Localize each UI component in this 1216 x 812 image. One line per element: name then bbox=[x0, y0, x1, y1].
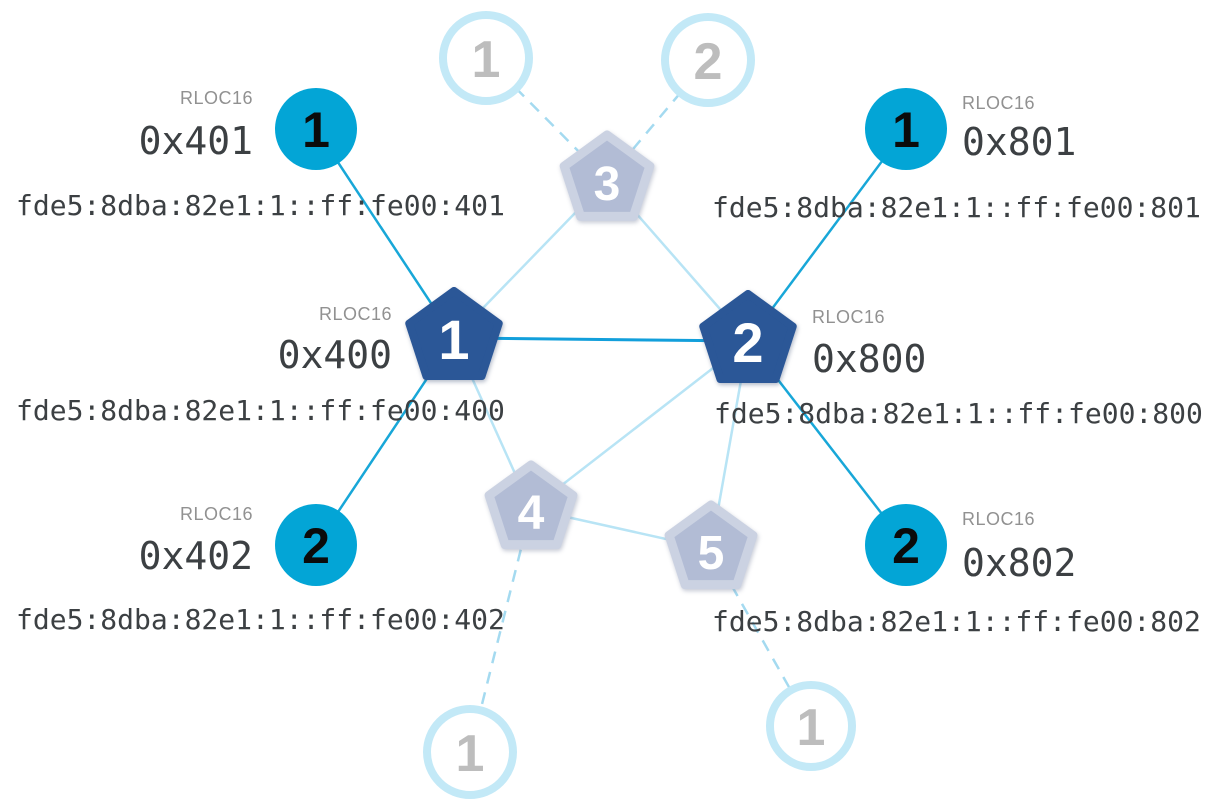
network-nodes: 1 2 3 4 5 1 2 1 bbox=[275, 11, 947, 799]
ipv6-address-child401: fde5:8dba:82e1:1::ff:fe00:401 bbox=[16, 189, 505, 222]
rloc16-caption-router1: RLOC16 bbox=[319, 304, 392, 324]
node-number: 2 bbox=[694, 33, 723, 91]
inactive-child-node-bottom-left[interactable]: 1 bbox=[423, 705, 517, 799]
ipv6-address-child402: fde5:8dba:82e1:1::ff:fe00:402 bbox=[16, 603, 505, 636]
child-node-0x801[interactable]: 1 bbox=[865, 88, 947, 170]
rloc16-caption-child401: RLOC16 bbox=[180, 88, 253, 108]
rloc16-caption-child802: RLOC16 bbox=[962, 509, 1035, 529]
inactive-child-circle[interactable] bbox=[439, 11, 533, 105]
inactive-router-node-3[interactable]: 3 bbox=[559, 130, 655, 221]
router-pentagon[interactable] bbox=[699, 290, 797, 384]
inactive-router-node-4[interactable]: 4 bbox=[484, 460, 578, 550]
ipv6-address-child801: fde5:8dba:82e1:1::ff:fe00:801 bbox=[712, 191, 1201, 224]
inactive-child-circle[interactable] bbox=[766, 681, 856, 771]
inactive-router-pentagon[interactable] bbox=[559, 130, 655, 221]
rloc16-value-router2: 0x800 bbox=[812, 337, 926, 381]
node-number: 3 bbox=[594, 158, 621, 211]
rloc16-value-child402: 0x402 bbox=[139, 534, 253, 578]
node-number: 2 bbox=[732, 311, 763, 374]
child-circle[interactable] bbox=[865, 88, 947, 170]
inactive-router-node-5[interactable]: 5 bbox=[664, 500, 758, 590]
node-number: 4 bbox=[518, 487, 545, 540]
ipv6-address-child802: fde5:8dba:82e1:1::ff:fe00:802 bbox=[712, 605, 1201, 638]
inactive-router-pentagon[interactable] bbox=[484, 460, 578, 550]
node-number: 1 bbox=[302, 102, 330, 158]
child-node-0x802[interactable]: 2 bbox=[865, 504, 947, 586]
node-labels: RLOC16 0x401 fde5:8dba:82e1:1::ff:fe00:4… bbox=[16, 88, 1203, 638]
inactive-child-node-top-2[interactable]: 2 bbox=[661, 13, 755, 107]
rloc16-value-child801: 0x801 bbox=[962, 120, 1076, 164]
node-number: 1 bbox=[797, 699, 826, 757]
node-number: 1 bbox=[892, 102, 920, 158]
router-node-1[interactable]: 1 bbox=[405, 287, 503, 381]
node-number: 1 bbox=[456, 725, 485, 783]
rloc16-value-router1: 0x400 bbox=[278, 333, 392, 377]
link-router1-router2 bbox=[453, 336, 749, 343]
child-node-0x402[interactable]: 2 bbox=[275, 504, 357, 586]
rloc16-value-child401: 0x401 bbox=[139, 119, 253, 163]
link-child801-router2 bbox=[746, 128, 908, 342]
child-circle[interactable] bbox=[865, 504, 947, 586]
router-pentagon[interactable] bbox=[405, 287, 503, 381]
inactive-router-pentagon[interactable] bbox=[664, 500, 758, 590]
child-circle[interactable] bbox=[275, 504, 357, 586]
ipv6-address-router1: fde5:8dba:82e1:1::ff:fe00:400 bbox=[16, 394, 505, 427]
link-router2-router4 bbox=[530, 340, 749, 510]
child-node-0x401[interactable]: 1 bbox=[275, 88, 357, 170]
node-number: 1 bbox=[472, 31, 501, 89]
rloc16-caption-child402: RLOC16 bbox=[180, 504, 253, 524]
ipv6-address-router2: fde5:8dba:82e1:1::ff:fe00:800 bbox=[714, 397, 1203, 430]
node-number: 1 bbox=[438, 308, 469, 371]
node-number: 5 bbox=[698, 527, 725, 580]
rloc16-caption-router2: RLOC16 bbox=[812, 307, 885, 327]
inactive-child-node-top-1[interactable]: 1 bbox=[439, 11, 533, 105]
rloc16-caption-child801: RLOC16 bbox=[962, 93, 1035, 113]
inactive-child-circle[interactable] bbox=[661, 13, 755, 107]
rloc16-value-child802: 0x802 bbox=[962, 541, 1076, 585]
router-node-2[interactable]: 2 bbox=[699, 290, 797, 384]
node-number: 2 bbox=[302, 518, 330, 574]
node-number: 2 bbox=[892, 518, 920, 574]
inactive-child-node-bottom-right[interactable]: 1 bbox=[766, 681, 856, 771]
inactive-child-circle[interactable] bbox=[423, 705, 517, 799]
child-circle[interactable] bbox=[275, 88, 357, 170]
